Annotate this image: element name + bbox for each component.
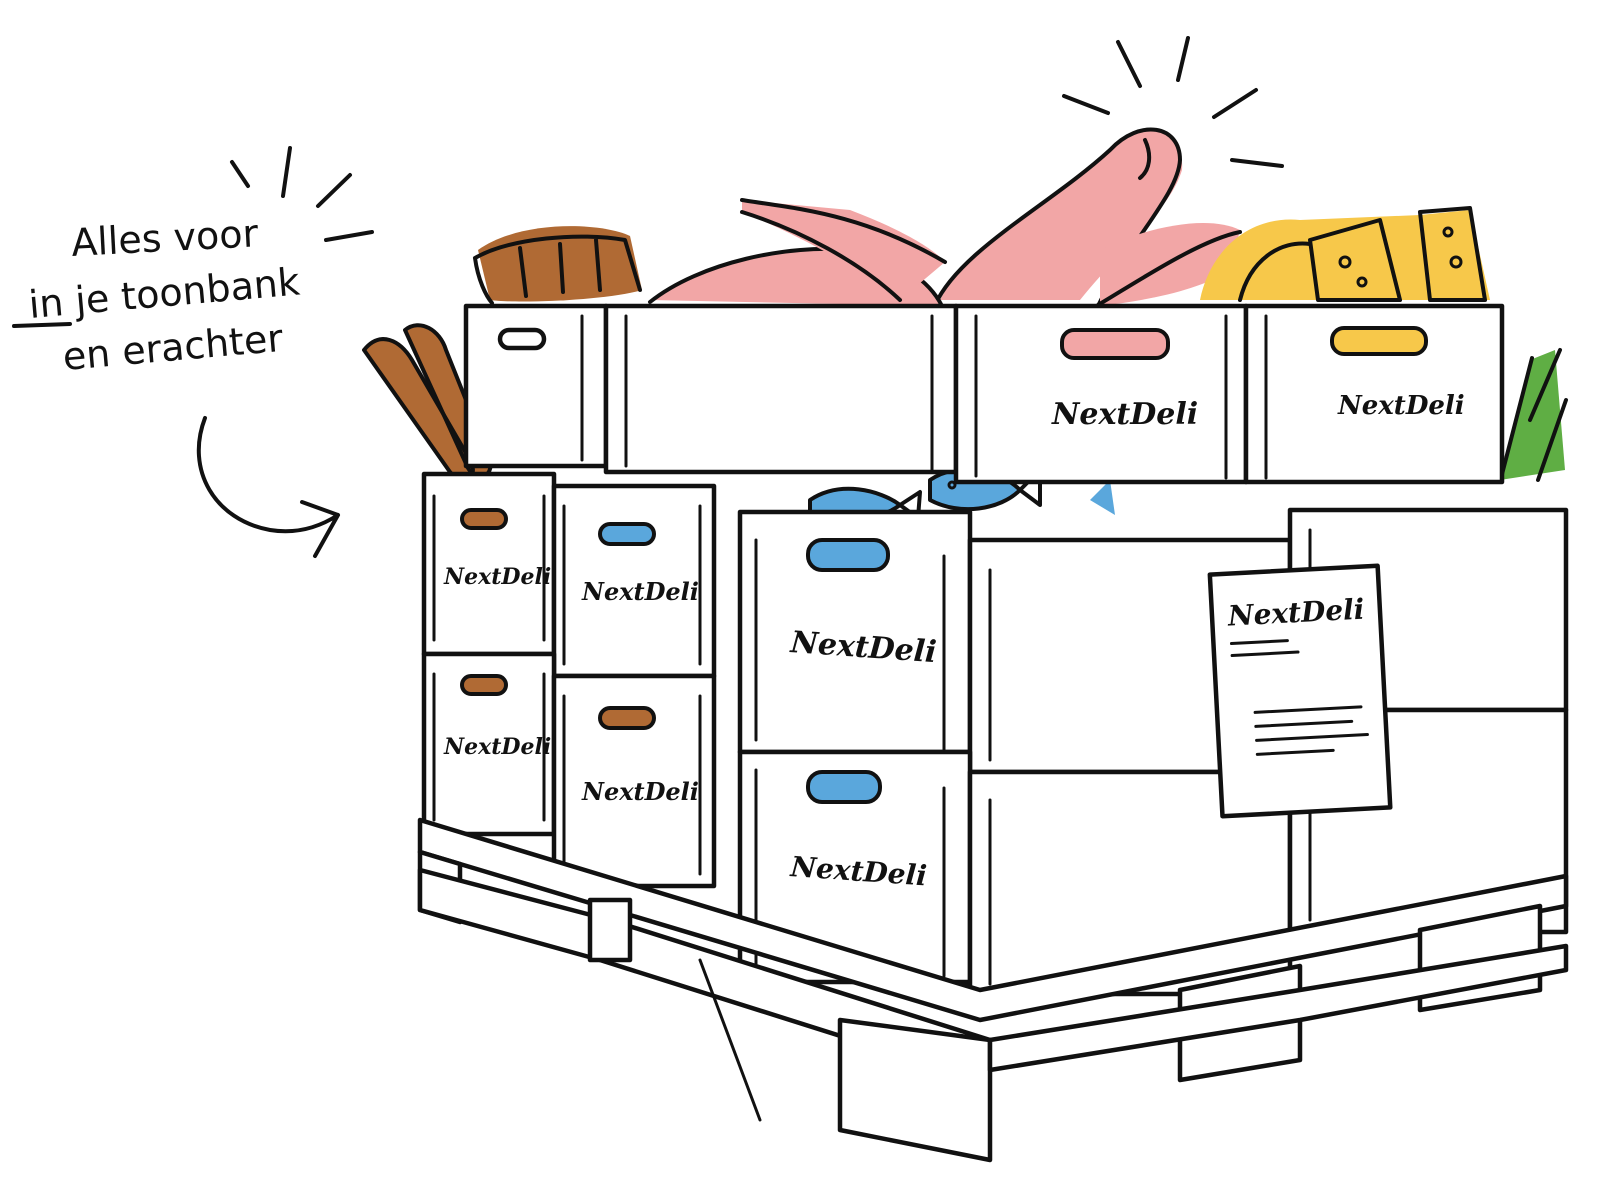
caption-sparkle-lines xyxy=(230,146,374,242)
sign-brand-label: NextDeli xyxy=(1226,593,1365,633)
brand-label-left-3: NextDeli xyxy=(443,734,551,760)
brand-label-left-1: NextDeli xyxy=(443,564,551,590)
ham-leg xyxy=(933,127,1183,308)
product-sign: NextDeli xyxy=(1207,563,1393,819)
sliced-meat xyxy=(648,198,1242,308)
caption-underline xyxy=(12,322,72,328)
brand-label-left-4: NextDeli xyxy=(581,777,699,806)
caption-line-1: Alles voor xyxy=(70,211,259,265)
caption: Alles voor in je toonbank en erachter xyxy=(12,146,374,558)
curved-arrow-icon xyxy=(196,416,340,558)
top-crate-row: NextDeli NextDeli xyxy=(463,303,1505,485)
cheese-wedges xyxy=(1200,206,1490,302)
bread-loaf xyxy=(473,226,642,305)
brand-label-top-1: NextDeli xyxy=(1051,397,1198,432)
caption-line-3: en erachter xyxy=(61,316,285,379)
pallet xyxy=(417,817,1569,1163)
brand-label-top-2: NextDeli xyxy=(1337,391,1465,421)
ham-sparkle-lines xyxy=(1062,36,1284,168)
greens xyxy=(1498,348,1568,484)
left-crate-stack: NextDeli NextDeli NextDeli NextDeli xyxy=(421,471,717,889)
brand-label-left-2: NextDeli xyxy=(581,577,699,606)
